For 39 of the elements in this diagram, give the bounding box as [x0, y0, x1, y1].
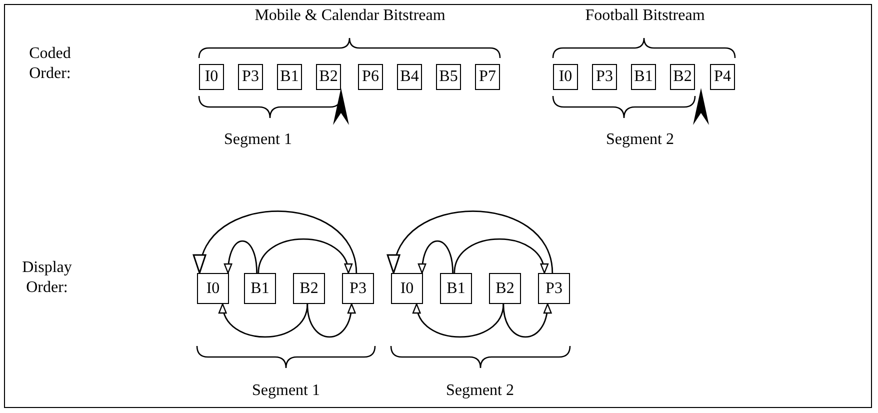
text-label: Segment 2	[606, 130, 674, 150]
frame-box: B4	[397, 64, 422, 90]
frame-box: B2	[293, 273, 325, 304]
frame-box: B5	[436, 64, 461, 90]
reference-arrow	[414, 303, 504, 338]
reference-arrow	[224, 240, 258, 274]
text-label: Segment 1	[224, 130, 292, 150]
frame-box: B1	[631, 64, 656, 90]
frame-box: B2	[316, 64, 341, 90]
frame-box: B1	[277, 64, 302, 90]
frame-box: B1	[440, 273, 472, 304]
reference-arrow	[418, 240, 454, 274]
text-label: Mobile & Calendar Bitstream	[254, 6, 446, 26]
frame-box: P3	[238, 64, 263, 90]
frame-box: P3	[342, 273, 374, 304]
frame-box: P4	[710, 64, 735, 90]
text-label: Segment 2	[446, 381, 514, 401]
frame-box: I0	[197, 273, 229, 304]
text-label: Football Bitstream	[585, 6, 705, 26]
reference-arrow	[390, 210, 554, 274]
reference-arrow	[258, 238, 352, 274]
frame-box: I0	[199, 64, 224, 90]
text-label: Segment 1	[252, 381, 320, 401]
frame-box: P3	[538, 273, 570, 304]
reference-arrow	[220, 303, 308, 338]
frame-box: I0	[391, 273, 423, 304]
frame-box: B2	[670, 64, 695, 90]
frame-box: P3	[592, 64, 617, 90]
reference-arrow	[306, 303, 355, 338]
frame-box: B1	[244, 273, 276, 304]
text-label: Display Order:	[21, 258, 73, 298]
frame-box: I0	[553, 64, 578, 90]
reference-arrow	[454, 238, 548, 274]
reference-arrow	[502, 303, 551, 338]
reference-arrow	[196, 210, 358, 274]
frame-box: P6	[358, 64, 383, 90]
frame-box: B2	[489, 273, 521, 304]
frame-box: P7	[475, 64, 500, 90]
text-label: Coded Order:	[28, 44, 72, 84]
